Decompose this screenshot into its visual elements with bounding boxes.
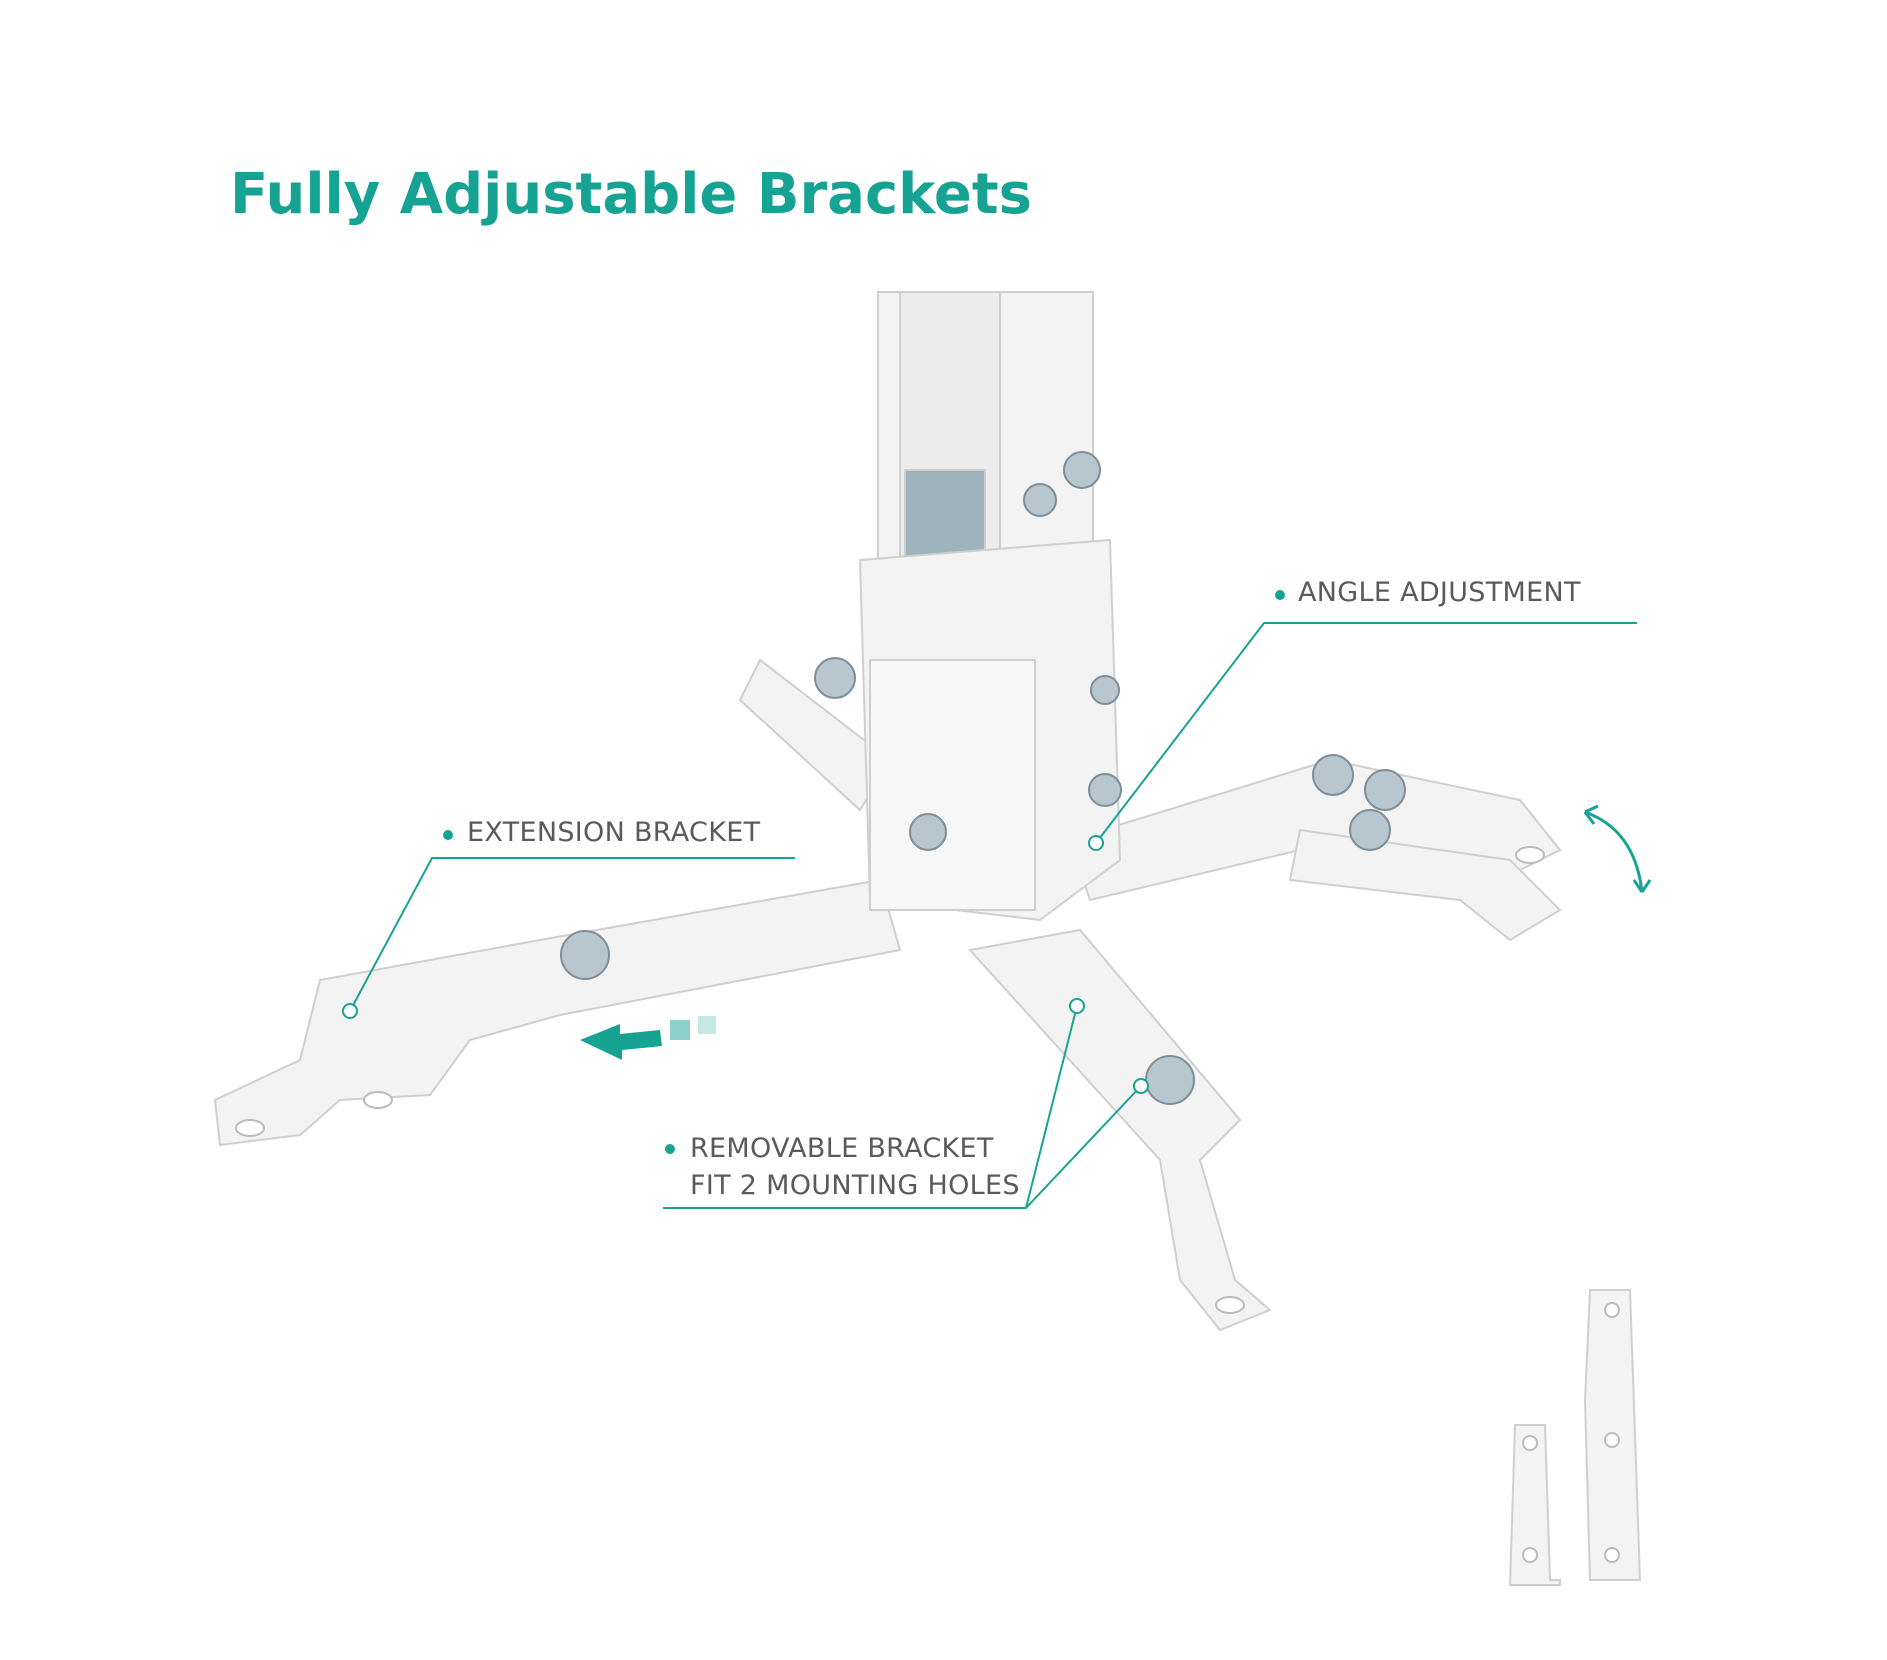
loose-bracket-small: [1508, 1424, 1561, 1586]
angle-bullet: [1275, 590, 1285, 600]
removable-bracket-label: REMOVABLE BRACKET: [690, 1133, 994, 1164]
extension-bracket-label: EXTENSION BRACKET: [467, 817, 761, 848]
extension-arrow-icon: [580, 1016, 716, 1060]
rotation-arrow-icon: [1583, 804, 1652, 893]
extension-bullet: [443, 830, 453, 840]
extension-leader-line: [349, 857, 795, 1012]
page-title: Fully Adjustable Brackets: [230, 162, 1032, 227]
extension-bracket-arm: [213, 878, 902, 1147]
angle-adjustment-label: ANGLE ADJUSTMENT: [1298, 577, 1581, 608]
bolts: [560, 451, 1406, 1105]
removable-bracket-arm: [968, 928, 1272, 1332]
mounting-holes-label: FIT 2 MOUNTING HOLES: [690, 1170, 1020, 1201]
angle-leader-line: [1095, 622, 1637, 844]
removable-bullet: [665, 1144, 675, 1154]
